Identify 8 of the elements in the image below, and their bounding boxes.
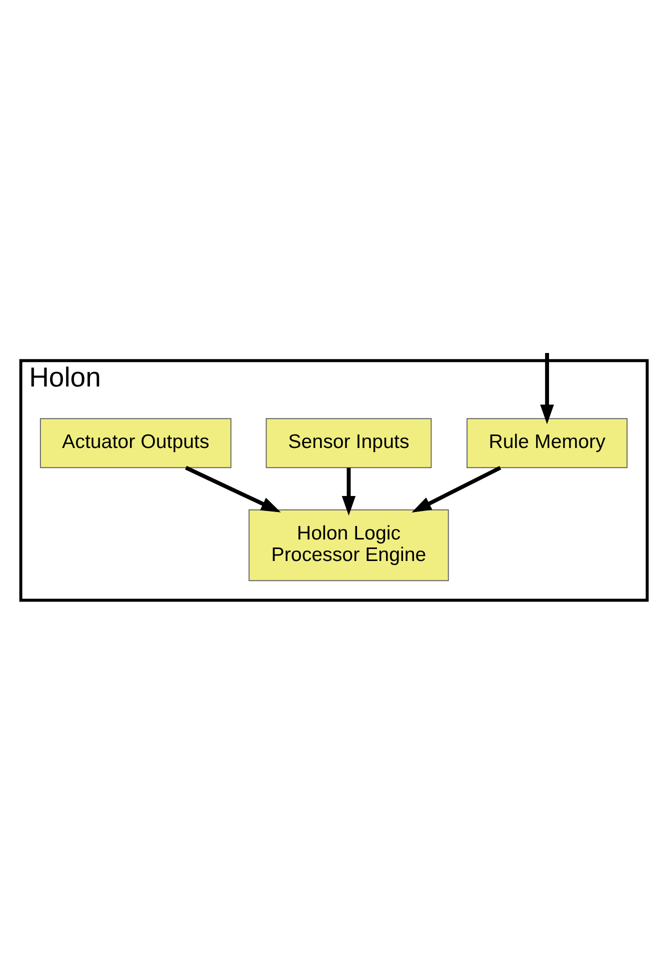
node-box: Holon Logic Processor Engine — [248, 508, 449, 581]
arrow — [185, 465, 281, 512]
arrow — [412, 465, 502, 512]
node-box: Sensor Inputs — [266, 418, 432, 468]
arrow — [342, 467, 356, 516]
node-box: Rule Memory — [466, 418, 628, 468]
arrow — [540, 352, 554, 424]
node-box: Actuator Outputs — [40, 418, 232, 468]
